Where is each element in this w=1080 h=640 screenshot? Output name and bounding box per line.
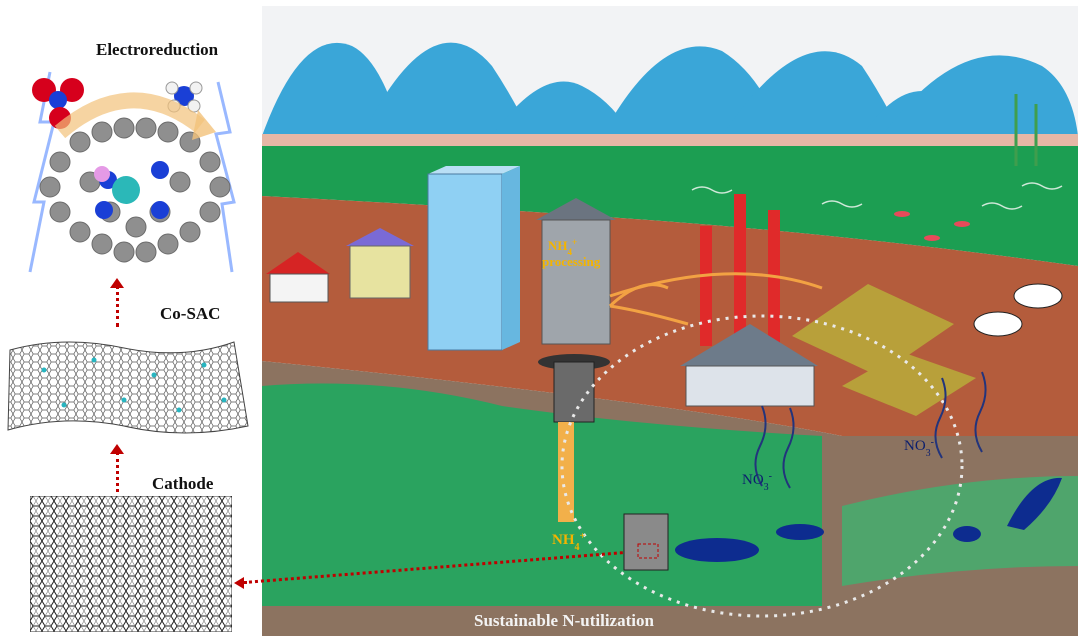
scene-title: Sustainable N-utilization bbox=[474, 611, 654, 630]
factory-chimneys bbox=[700, 194, 780, 346]
nitrogen-cycle-loop bbox=[560, 314, 964, 618]
crop-field bbox=[792, 284, 976, 416]
electroreduction-label: Electroreduction bbox=[96, 40, 219, 59]
cows bbox=[973, 283, 1063, 337]
ammonia-flow-arrows bbox=[608, 272, 823, 326]
cathode-mesh-illustration bbox=[30, 496, 232, 632]
nitrate-molecule-icon bbox=[32, 78, 84, 129]
lightning-left-icon bbox=[28, 71, 56, 273]
processing-tower bbox=[536, 198, 616, 345]
molecule-illustration bbox=[28, 71, 236, 273]
factory bbox=[680, 324, 818, 407]
reaction-arrow bbox=[54, 92, 205, 139]
cosac-sheet-illustration bbox=[7, 341, 249, 434]
skyscraper bbox=[427, 166, 520, 351]
groundwater-pools bbox=[675, 477, 1062, 562]
arrowhead-up-2 bbox=[110, 444, 124, 454]
nitrate-label-left: NO3- bbox=[742, 471, 772, 493]
apartment bbox=[346, 228, 414, 299]
nitrate-label-right: NO3- bbox=[904, 437, 934, 459]
treatment-well bbox=[538, 354, 610, 522]
electrode-cathode bbox=[623, 513, 669, 571]
nh4-label: NH4+ bbox=[552, 531, 586, 553]
cosac-label: Co-SAC bbox=[160, 304, 221, 323]
nh4-processing-label: NH4+ processing bbox=[542, 237, 601, 269]
nitrate-runoff-lines bbox=[754, 371, 987, 489]
cathode-label: Cathode bbox=[152, 474, 214, 493]
house bbox=[266, 252, 330, 303]
dotted-arrow-up-2 bbox=[116, 452, 119, 492]
dotted-arrow-up-1 bbox=[116, 285, 119, 327]
mountain-range bbox=[262, 42, 1078, 136]
bamboo bbox=[1014, 94, 1038, 166]
arrowhead-up-1 bbox=[110, 278, 124, 288]
lightning-right-icon bbox=[214, 81, 236, 273]
arrowhead-left bbox=[234, 577, 244, 589]
ecosystem-scene: NH4+ processing NH4+ NO3- NO3- Sustainab… bbox=[262, 6, 1078, 636]
